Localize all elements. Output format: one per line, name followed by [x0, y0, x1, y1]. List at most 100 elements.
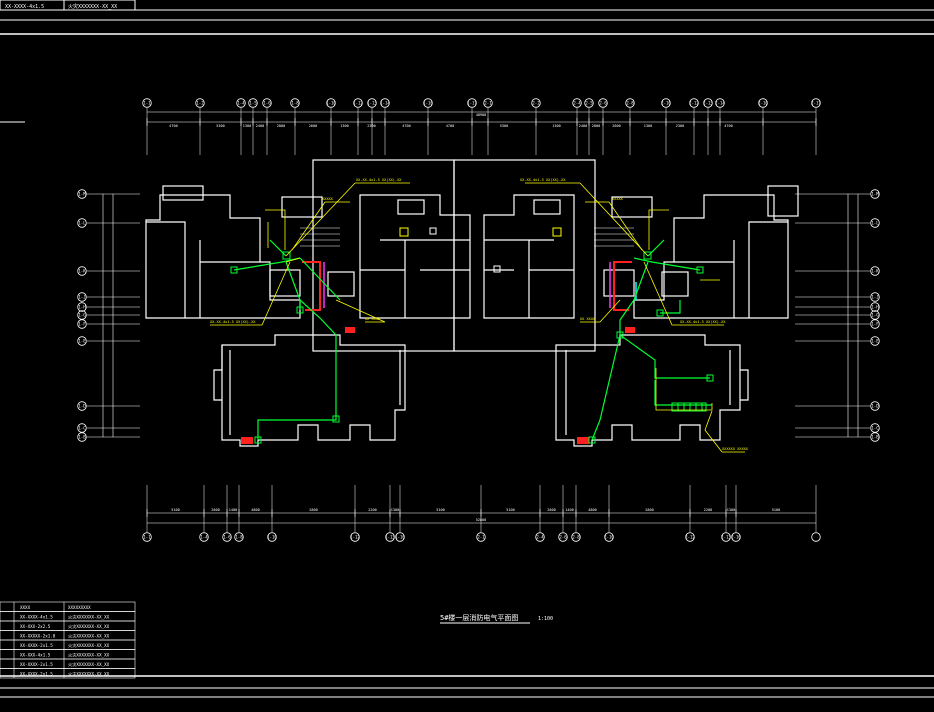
- top-cell-right-text: 火灾XXXXXXX-XX_XX: [68, 3, 117, 10]
- dimension-value: 5300: [500, 124, 508, 128]
- annotation-text: XX-XX-4x1.5 XX(XX)-XX: [210, 320, 256, 324]
- dimension-value: 5100: [171, 508, 179, 512]
- legend-description: 火灾XXXXXXX-XX_XX: [68, 671, 110, 678]
- dimension-value: 2800: [309, 508, 317, 512]
- axis-bubble-top: 1-6: [262, 98, 272, 108]
- dimension-value: 2600: [309, 124, 317, 128]
- axis-label: 1-4: [237, 101, 245, 106]
- axis-label: 2-10: [661, 101, 671, 106]
- axis-bubble-top: 2-4: [572, 98, 582, 108]
- axis-label: 1-G: [78, 313, 86, 318]
- axis-label: 1-B: [78, 435, 86, 440]
- axis-label: 1-10: [267, 535, 277, 540]
- legend-description: 火灾XXXXXXX-XX_XX: [68, 642, 110, 649]
- dimension-value: 4800: [588, 508, 596, 512]
- annotation-text: XX-XX-4x1.5 XX(XX)-XX: [520, 178, 566, 182]
- drawing-title-block: 5#楼一层消防电气平面图 1:100: [440, 613, 553, 624]
- axis-label: 1-E: [871, 339, 879, 344]
- top-title-cell: XX-XXXX-4x1.5 火灾XXXXXXX-XX_XX: [0, 0, 136, 11]
- axis-bubble-bottom: 2-6: [558, 532, 568, 542]
- axis-bubble-bottom: 1-4: [199, 532, 209, 542]
- dimension-value: 2300: [367, 124, 375, 128]
- dimension-value: 2400: [256, 124, 264, 128]
- axis-bubble-right: 1-L: [870, 218, 880, 228]
- axis-bubble-left: 1-C: [77, 423, 87, 433]
- axis-label: 1-J: [871, 295, 878, 300]
- axis-label: 1-F: [871, 322, 879, 327]
- dimension-value: 1400: [565, 508, 573, 512]
- axis-label: 1-E: [78, 339, 86, 344]
- drawing-scale: 1:100: [538, 616, 553, 622]
- annotation-texts: XX-XX-4x1.5 XX(XX)-XX XX-XX-4x1.5 XX(XX)-…: [210, 178, 749, 451]
- dimension-value: 2600: [612, 124, 620, 128]
- dimension-value: 1400: [229, 508, 237, 512]
- axis-bubble-top: 1-12: [353, 98, 363, 108]
- legend-cable: XXXX: [20, 605, 31, 610]
- axis-label: 1-10: [326, 101, 336, 106]
- axis-label: 2-17: [811, 101, 821, 106]
- axis-label: 1-H: [78, 305, 86, 310]
- dimension-value: 2800: [645, 508, 653, 512]
- axis-label: 2-13: [721, 535, 731, 540]
- axis-bubble-right: 1-E: [870, 336, 880, 346]
- axis-label: 1-J: [78, 295, 85, 300]
- axis-label: 1-12: [353, 101, 363, 106]
- axis-bubble-right: 1-C: [870, 423, 880, 433]
- legend-row: [0, 668, 136, 679]
- axis-label: 2-16: [758, 101, 768, 106]
- annotation-text: XX-XX-4x1.5 XX(XX)-XX: [356, 178, 402, 182]
- axis-bubble-right: 1-M: [870, 189, 880, 199]
- dimension-value: 1300: [391, 508, 399, 512]
- axis-bubble-left: 1-L: [77, 218, 87, 228]
- axis-label: 2-5: [585, 101, 593, 106]
- building-walls: [145, 159, 799, 447]
- axis-label: 1-M: [871, 192, 879, 197]
- legend-cable: XX-XXXX-4x1.5: [20, 615, 53, 620]
- dimension-value: 1300: [243, 124, 251, 128]
- axis-bubble-right: 1-F: [870, 319, 880, 329]
- legend-description: 火灾XXXXXXX-XX_XX: [68, 623, 110, 630]
- axis-bubble-top: 2-10: [661, 98, 671, 108]
- axis-bubble-top: 1-16: [423, 98, 433, 108]
- axis-bubble-right: 1-H: [870, 302, 880, 312]
- axis-label: 1-16: [395, 535, 405, 540]
- annotation-text: XXXXX: [322, 197, 334, 201]
- axis-bubble-bottom: 1-10: [267, 532, 277, 542]
- dimension-value: 5100: [436, 508, 444, 512]
- legend-description: 火灾XXXXXXX-XX_XX: [68, 652, 110, 659]
- axis-bubble-top: 2-5: [584, 98, 594, 108]
- axis-label: 1-13: [367, 101, 377, 106]
- axis-bubble-top: 2-1: [483, 98, 493, 108]
- axis-bubble-bottom: 2-4: [535, 532, 545, 542]
- axis-bubble-left: 1-G: [77, 310, 87, 320]
- axis-label: 2-2: [532, 101, 540, 106]
- axis-bubble-right: 1-J: [870, 292, 880, 302]
- legend-cable: XX-XXXX-2x1.5: [20, 643, 53, 648]
- dimension-value: 1300: [552, 124, 560, 128]
- dimension-value: 2600: [211, 508, 219, 512]
- axis-label: 1-C: [871, 426, 879, 431]
- axis-bubble-left: 1-D: [77, 401, 87, 411]
- axis-bubble-top: 1-5: [248, 98, 258, 108]
- axis-bubble-top: 2-16: [758, 98, 768, 108]
- axis-bubble-bottom: 2-16: [731, 532, 741, 542]
- dimension-value: 1300: [644, 124, 652, 128]
- axis-bubble-left: 1-E: [77, 336, 87, 346]
- axis-bubble-top: 2-6: [598, 98, 608, 108]
- axis-label: 1-D: [78, 404, 86, 409]
- axis-bubble-top: 1-14: [380, 98, 390, 108]
- axis-bubble-right: 1-B: [870, 432, 880, 442]
- legend-cable: XX-XXXX-2x1.5: [20, 672, 53, 677]
- legend-description: 火灾XXXXXXX-XX_XX: [68, 661, 110, 668]
- axis-label: 1-G: [871, 313, 879, 318]
- axis-label: 1-12: [350, 535, 360, 540]
- axis-bubble-top: 2-13: [703, 98, 713, 108]
- drawing-title: 5#楼一层消防电气平面图: [440, 613, 518, 622]
- annotation-text: XXXXXX XXXXX: [722, 447, 749, 451]
- axis-bubble-left: 1-K: [77, 266, 87, 276]
- dimension-value: 2300: [676, 124, 684, 128]
- dimension-value: 4700: [402, 124, 410, 128]
